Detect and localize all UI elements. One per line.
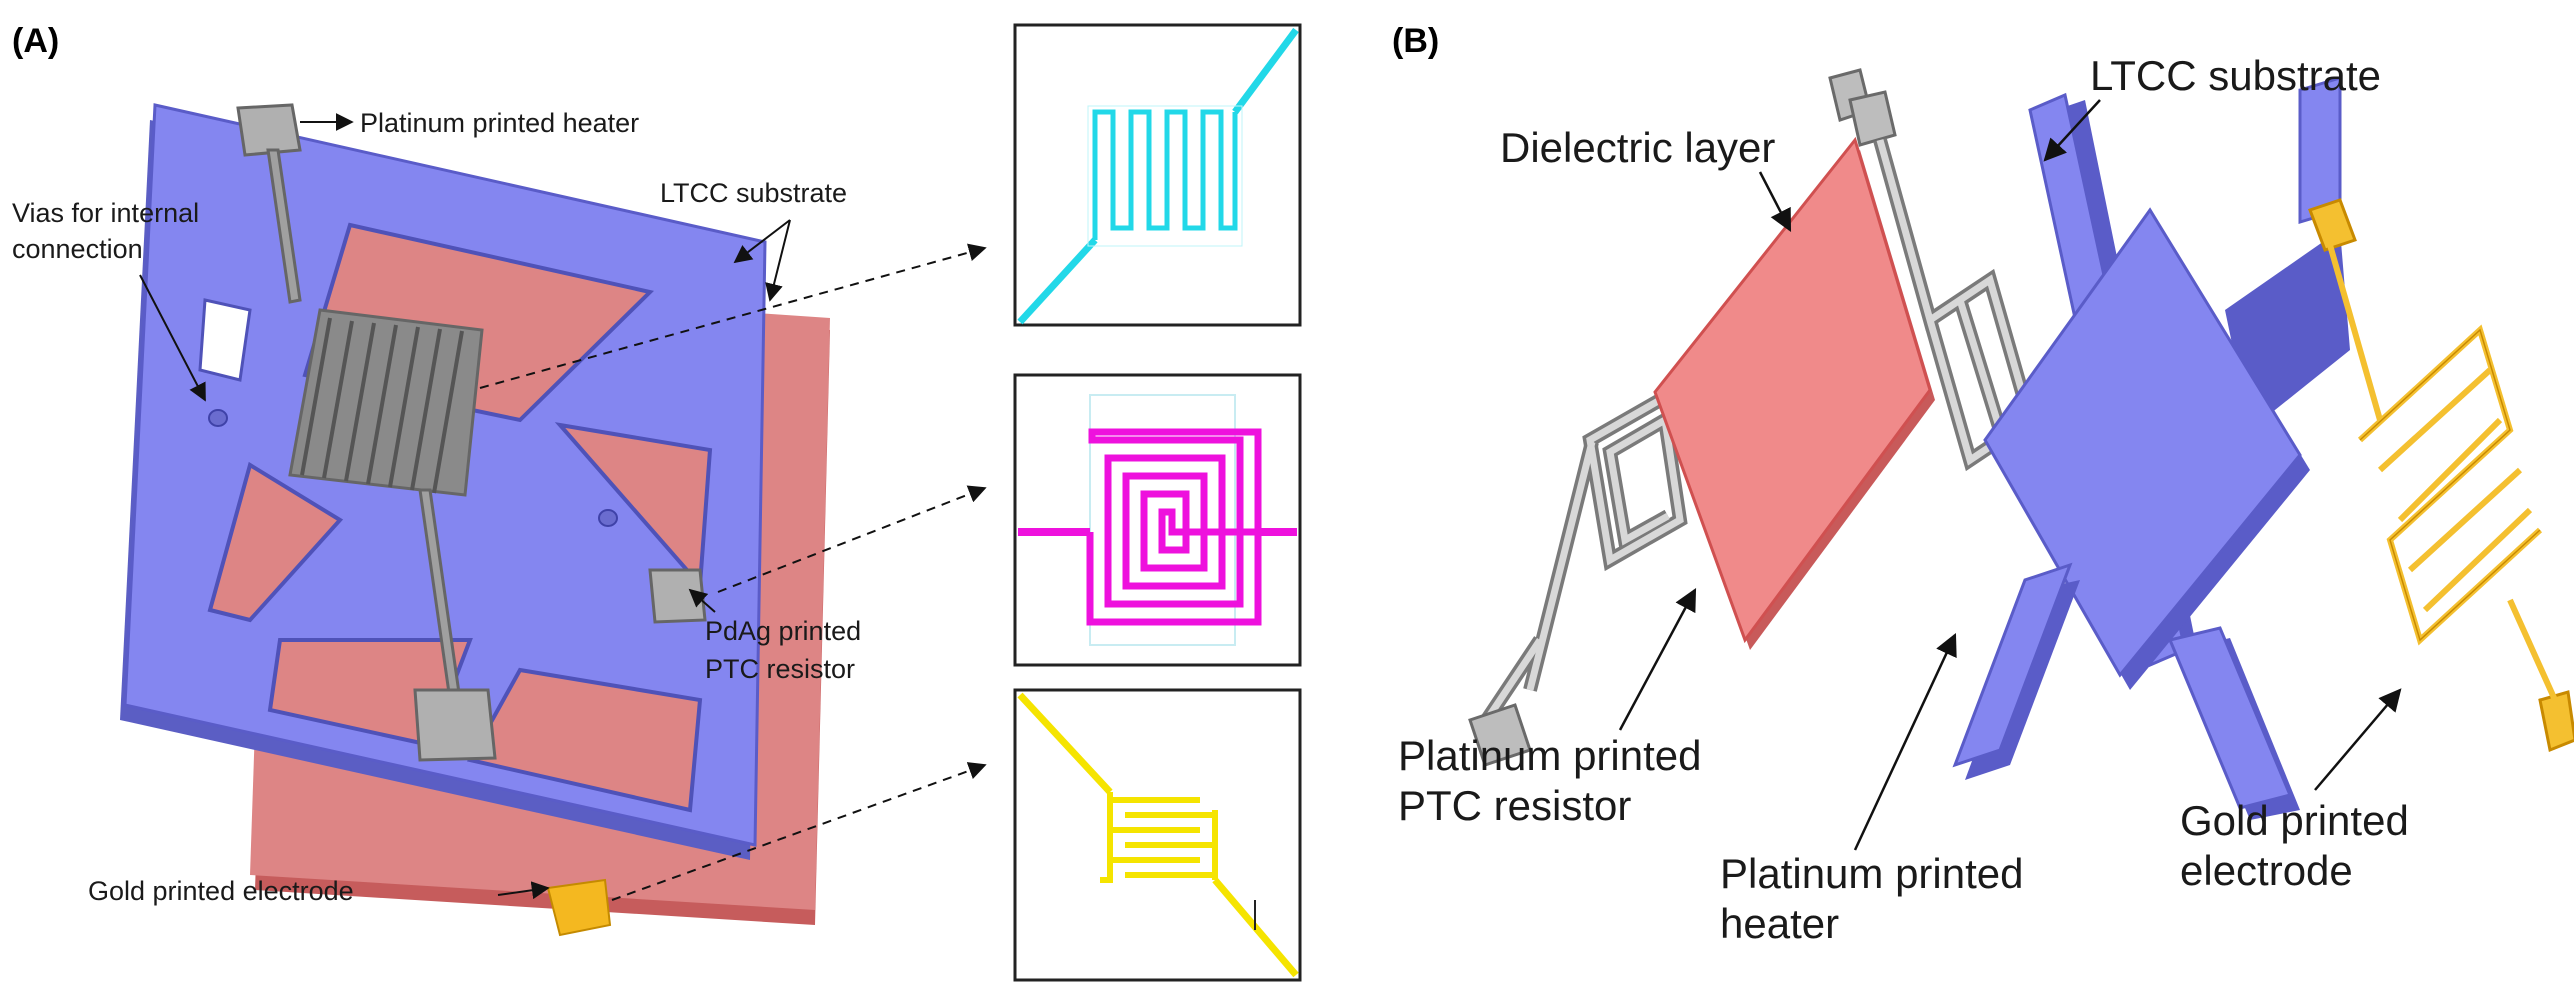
label-gold-electrode-2: electrode [2180, 847, 2353, 894]
label-ltcc-substrate-a: LTCC substrate [660, 178, 847, 208]
gold-electrode-pad [546, 878, 612, 937]
label-platinum-ptc-1: Platinum printed [1398, 732, 1702, 779]
label-platinum-heater: Platinum printed heater [360, 108, 639, 138]
label-vias-1: Vias for internal [12, 198, 199, 228]
label-dielectric-layer: Dielectric layer [1500, 124, 1775, 171]
inset-ptc-pattern [1013, 373, 1302, 667]
panel-a: (A) [12, 22, 1302, 982]
label-vias-2: connection [12, 234, 143, 264]
dielectric-layer-shape [1653, 136, 1935, 650]
label-gold-electrode-a: Gold printed electrode [88, 876, 354, 906]
inset-heater-pattern [1013, 23, 1302, 327]
label-gold-electrode-1: Gold printed [2180, 797, 2409, 844]
label-pdag-ptc-1: PdAg printed [705, 616, 861, 646]
label-pdag-ptc-2: PTC resistor [705, 654, 855, 684]
platinum-heater-traces [236, 103, 707, 762]
gold-electrode-shape [2308, 198, 2574, 753]
ptc-pad-bottom [1468, 703, 1532, 767]
ptc-pad-top-2 [1848, 90, 1897, 147]
ptc-resistor-shape-fill [1477, 396, 1684, 732]
inset-leaders [479, 243, 987, 901]
label-platinum-ptc-2: PTC resistor [1398, 782, 1631, 829]
panel-b: (B) [1392, 22, 2574, 947]
panel-b-tag: (B) [1392, 22, 1439, 60]
inset-electrode-pattern [1013, 688, 1302, 982]
panel-b-labels: Dielectric layer LTCC substrate Platinum… [1398, 52, 2409, 947]
ltcc-substrate-cross [1952, 75, 2350, 820]
label-platinum-heater-2: heater [1720, 900, 1839, 947]
panel-a-labels: Platinum printed heater Vias for interna… [12, 108, 861, 906]
panel-a-tag: (A) [12, 22, 59, 60]
label-platinum-heater-1: Platinum printed [1720, 850, 2024, 897]
label-ltcc-substrate-b: LTCC substrate [2090, 52, 2381, 99]
